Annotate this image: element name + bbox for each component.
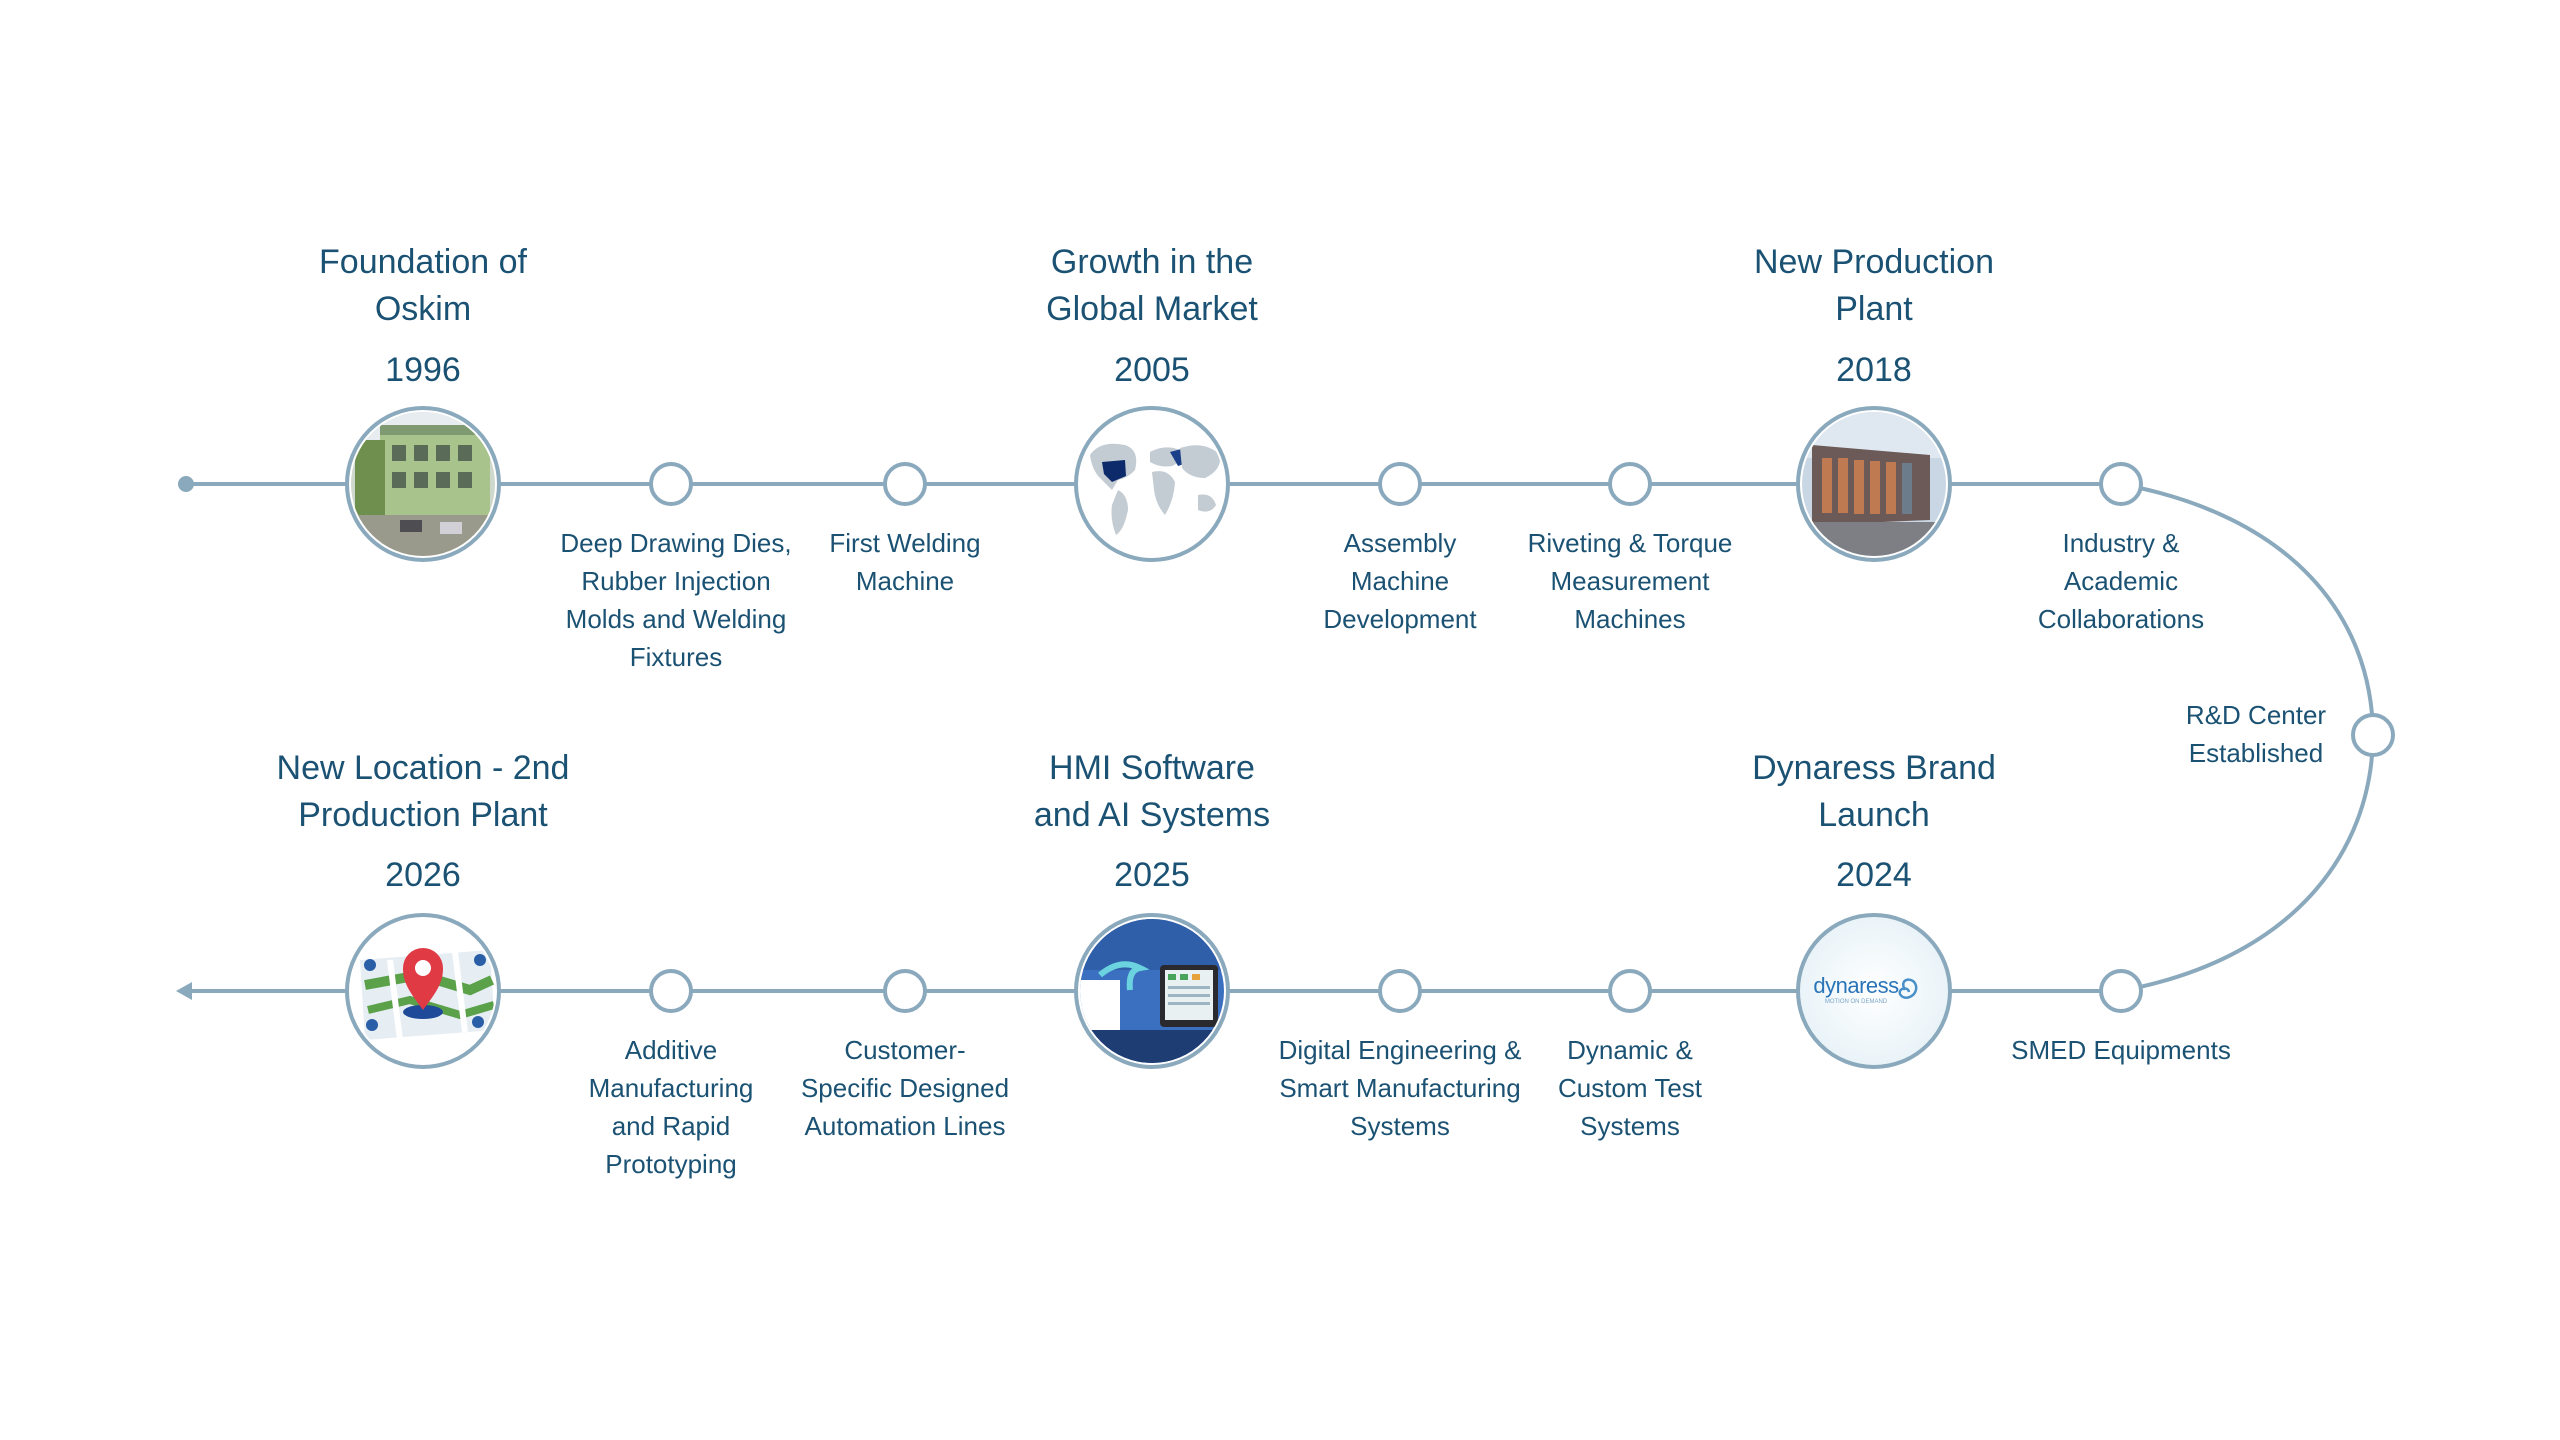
hmi-screen-photo [1074,913,1230,1069]
milestone-year: 1996 [385,351,461,389]
timeline-start-dot [178,476,194,492]
milestone-year: 2024 [1836,856,1912,894]
step-label: Deep Drawing Dies, Rubber Injection Mold… [560,528,792,672]
milestone-title: HMI Software and AI Systems [1033,749,1271,834]
dynaress-logo-text: dynaress [1813,973,1899,998]
dynaress-logo-tagline: MOTION ON DEMAND [1825,999,1888,1005]
step-nodes [649,462,2395,1013]
step-label: SMED Equipments [2011,1035,2231,1065]
milestone-title: Growth in the Global Market [1046,243,1258,328]
step-label: R&D Center Established [2185,700,2327,768]
step-node [1378,462,1422,506]
world-map-icon [1074,406,1230,562]
dynaress-swirl-icon [1898,978,1918,999]
factory-building-photo [345,406,501,562]
step-node [883,969,927,1013]
location-pin-map-icon [345,913,501,1069]
step-node [1378,969,1422,1013]
step-label: Industry & Academic Collaborations [2037,528,2205,634]
milestone-title: New Location - 2nd Production Plant [276,749,570,834]
milestone-year: 2026 [385,856,461,894]
step-node [2099,969,2143,1013]
step-label: Digital Engineering & Smart Manufacturin… [1278,1035,1522,1141]
step-node [1608,969,1652,1013]
step-label: Customer- Specific Designed Automation L… [800,1035,1010,1141]
step-label: Dynamic & Custom Test Systems [1557,1035,1702,1141]
production-plant-photo [1796,406,1952,562]
milestone-year: 2005 [1114,351,1190,389]
milestone-title: Dynaress Brand Launch [1752,749,1996,834]
milestone-title: Foundation of Oskim [319,243,527,328]
step-node [649,462,693,506]
step-label: First Welding Machine [829,528,981,596]
step-label: Riveting & Torque Measurement Machines [1527,528,1733,634]
dynaress-logo: dynaress MOTION ON DEMAND [1796,913,1952,1069]
step-node [2099,462,2143,506]
step-node [1608,462,1652,506]
milestone-year: 2018 [1836,351,1912,389]
milestone-year: 2025 [1114,856,1190,894]
timeline-end-arrow [176,982,192,1000]
step-node [649,969,693,1013]
milestone-title: New Production Plant [1753,243,1994,328]
step-label: Additive Manufacturing and Rapid Prototy… [588,1035,754,1179]
step-node [883,462,927,506]
step-node [2351,713,2395,757]
step-label: Assembly Machine Development [1323,528,1477,634]
